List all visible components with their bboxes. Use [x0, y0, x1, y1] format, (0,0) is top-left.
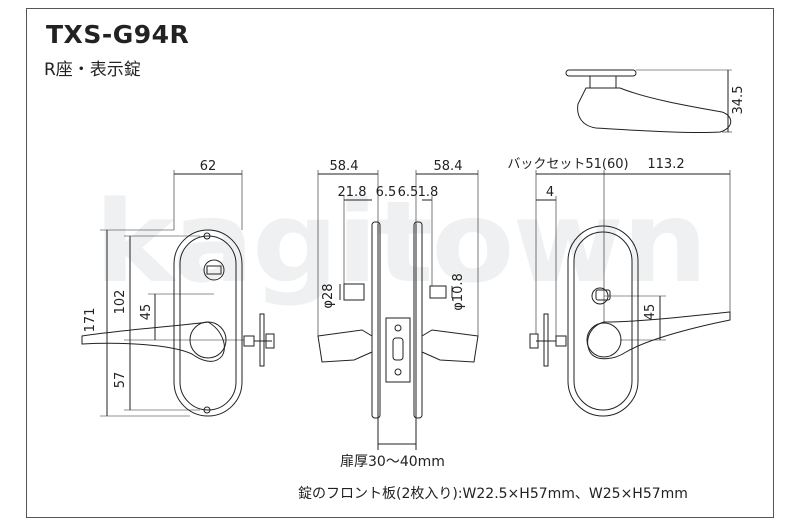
left-escutcheon-plate	[173, 229, 243, 417]
center-indicator	[429, 285, 447, 299]
left-bottom-screw-icon	[203, 406, 211, 414]
drawing-frame	[26, 8, 774, 518]
left-front-view	[81, 170, 275, 417]
left-indicator-icon	[203, 259, 225, 281]
label-left-rose-offset: 21.8	[338, 185, 367, 200]
label-screw-pitch: 102	[113, 290, 128, 315]
left-latch-tip	[265, 333, 275, 349]
label-edge-offset: 4	[546, 185, 554, 200]
center-plate-screw-bottom-icon	[394, 368, 402, 376]
left-latch-plate	[259, 313, 265, 367]
center-front-plate	[385, 317, 411, 383]
profile-lever	[577, 87, 732, 134]
center-right-rose	[413, 221, 423, 419]
top-side-profile	[565, 69, 732, 134]
product-subtitle: R座・表示錠	[44, 60, 141, 80]
door-thickness-label: 扉厚30〜40mm	[340, 454, 445, 470]
profile-rose	[565, 69, 637, 77]
center-left-rose	[371, 221, 381, 419]
label-indicator-dia: φ10.8	[451, 273, 466, 311]
label-backset: バックセット51(60)	[507, 157, 628, 172]
right-lever-handle	[587, 311, 731, 360]
label-right-lever-to-center: 45	[643, 304, 658, 321]
label-left-gap: 6.5	[376, 185, 397, 200]
label-lever-to-center: 45	[139, 304, 154, 321]
right-latch-tip	[529, 333, 539, 349]
label-center-to-bottom: 57	[113, 372, 128, 389]
right-lever-hub	[586, 322, 622, 358]
right-latch-plate	[543, 313, 549, 367]
left-top-screw-icon	[203, 232, 211, 240]
label-lever-length: 113.2	[647, 157, 684, 172]
center-latch-opening	[392, 337, 404, 361]
label-overall-height: 171	[83, 308, 98, 333]
label-right-gap: 6.5	[398, 185, 419, 200]
label-left-projection: 58.4	[330, 159, 359, 174]
label-right-projection: 58.4	[434, 159, 463, 174]
label-right-rose-offset: 1.8	[418, 185, 439, 200]
left-lever-handle	[81, 321, 225, 362]
label-side-height: 34.5	[731, 86, 746, 115]
front-plate-footnote: 錠のフロント板(2枚入り):W22.5×H57mm、W25×H57mm	[298, 486, 688, 502]
right-front-view	[529, 170, 731, 417]
label-escutcheon-width: 62	[200, 159, 217, 174]
center-plate-screw-top-icon	[394, 324, 402, 332]
left-escutcheon-inner	[179, 235, 237, 411]
left-indicator-slot	[206, 265, 222, 275]
center-right-lever	[421, 329, 479, 363]
profile-neck	[589, 75, 617, 89]
product-title: TXS-G94R	[46, 20, 190, 49]
center-side-view	[317, 170, 479, 450]
center-left-lever	[317, 329, 373, 363]
center-spindle	[343, 283, 365, 301]
right-thumbturn-knob	[595, 289, 611, 301]
left-latch-front	[243, 335, 255, 347]
label-spindle-dia: φ28	[321, 283, 336, 308]
right-latch-front	[555, 335, 567, 347]
